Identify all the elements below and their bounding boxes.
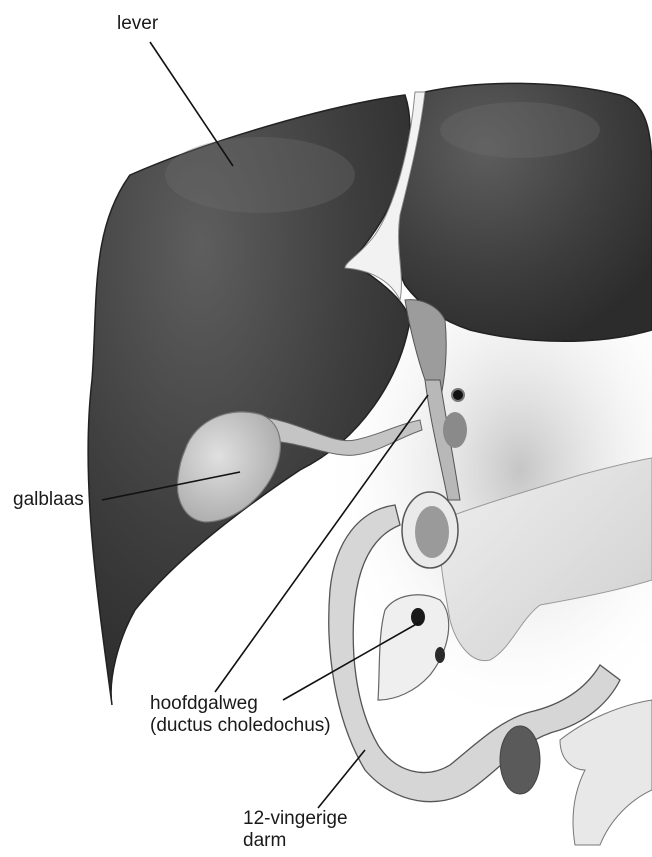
liver-pointer-line (150, 42, 233, 166)
liver-left-highlight (440, 102, 600, 158)
jejunum-opening (500, 726, 540, 794)
vessel-opening (452, 389, 464, 401)
duodenum-label: 12-vingerige (243, 808, 348, 830)
liver-label: lever (117, 13, 158, 35)
duodenum-opening-inner (415, 506, 449, 558)
liver-highlight (165, 137, 355, 213)
gallbladder-label: galblaas (13, 489, 84, 511)
bile-duct-label: hoofdgalweg (150, 693, 258, 715)
duodenum-pointer-line (318, 750, 365, 808)
bile-duct-label-latin: (ductus choledochus) (150, 715, 331, 737)
vessel-stub (443, 412, 467, 448)
papilla-opening-small (435, 647, 445, 663)
duodenum-label-2: darm (243, 830, 286, 852)
